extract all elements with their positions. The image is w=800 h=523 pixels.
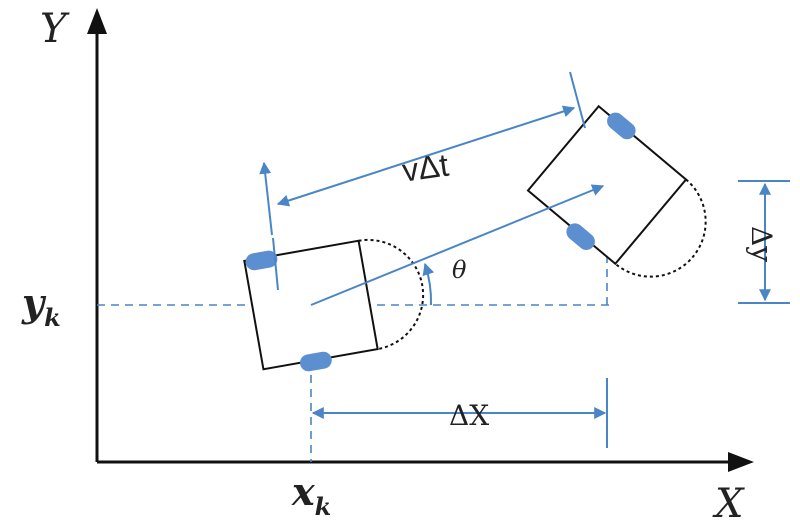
vdt-dimension-arrow	[276, 105, 576, 207]
yk-label-main: y	[21, 280, 47, 325]
robot-initial-wheel-bottom	[300, 351, 332, 372]
theta-angle-arc	[422, 262, 435, 306]
xk-label-sub: k	[315, 492, 332, 521]
robot-initial	[243, 238, 425, 372]
robot-moved	[526, 104, 707, 278]
motion-annotations	[259, 71, 790, 448]
robot-moved-wheel-top	[607, 112, 636, 140]
yk-label: yk	[21, 280, 61, 332]
y-axis-label: Y	[40, 6, 70, 52]
vdt-extension-start	[272, 237, 279, 291]
yk-label-sub: k	[44, 303, 61, 332]
robot-initial-front-arc	[358, 238, 425, 351]
robot-initial-wheel-top	[245, 250, 278, 271]
v-delta-t-label: vΔt	[400, 147, 451, 189]
coordinate-axes	[87, 8, 754, 472]
robot-moved-body	[526, 104, 688, 266]
xk-label: xk	[291, 469, 331, 521]
vdt-extension-end	[569, 71, 586, 129]
x-axis-arrowhead	[728, 452, 754, 472]
y-axis-arrowhead	[87, 8, 107, 34]
theta-label: θ	[452, 256, 467, 284]
robot-moved-front-arc	[614, 178, 707, 278]
x-axis-label: X	[712, 481, 745, 523]
delta-y-label: Δy	[745, 226, 778, 262]
robot-moved-wheel-bottom	[566, 223, 595, 250]
delta-x-label: ΔX	[449, 399, 489, 432]
xk-label-main: x	[291, 469, 316, 514]
initial-heading-arrow	[259, 161, 273, 236]
